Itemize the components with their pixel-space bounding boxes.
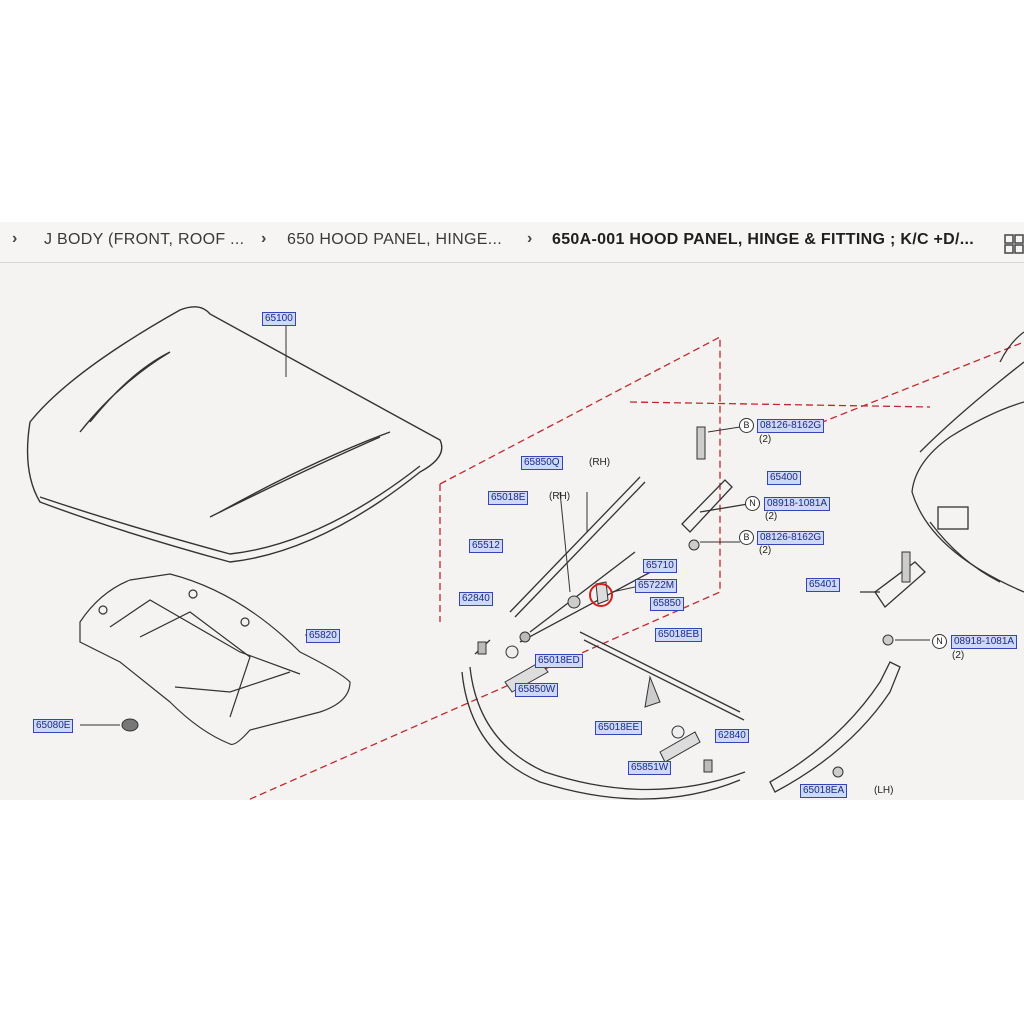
hood-panel-drawing — [26, 306, 443, 563]
n-badge: N — [932, 634, 947, 649]
parts-diagram: 65100 65820 65080E 65850Q (RH) 65018E (R… — [0, 262, 1024, 800]
callout-08126-8162g[interactable]: 08126-8162G — [757, 531, 825, 545]
callout-65018ee[interactable]: 65018EE — [595, 721, 643, 735]
callout-08126-8162g[interactable]: 08126-8162G — [757, 419, 825, 433]
breadcrumb: › J BODY (FRONT, ROOF ... › 650 HOOD PAN… — [0, 222, 1024, 263]
chevron-right-icon: › — [12, 230, 18, 247]
callout-65400[interactable]: 65400 — [767, 471, 801, 485]
parts-viewer: › J BODY (FRONT, ROOF ... › 650 HOOD PAN… — [0, 222, 1024, 800]
b-badge: B — [739, 530, 754, 545]
breadcrumb-item-650-hood-panel[interactable]: 650 HOOD PANEL, HINGE... — [287, 231, 502, 248]
breadcrumb-item-j-body[interactable]: J BODY (FRONT, ROOF ... — [44, 231, 245, 248]
chevron-right-icon: › — [261, 230, 267, 247]
callout-65710[interactable]: 65710 — [643, 559, 677, 573]
callout-65512[interactable]: 65512 — [469, 539, 503, 553]
callout-62840[interactable]: 62840 — [715, 729, 749, 743]
callout-62840[interactable]: 62840 — [459, 592, 493, 606]
rh-note: (RH) — [549, 491, 571, 502]
callout-65850[interactable]: 65850 — [650, 597, 684, 611]
bolt-drawing — [696, 426, 706, 460]
diagram-drawing — [26, 306, 1024, 800]
chevron-right-icon: › — [527, 230, 533, 247]
callout-65820[interactable]: 65820 — [306, 629, 340, 643]
clip-65080e-drawing — [121, 718, 139, 732]
expand-icon[interactable] — [1004, 234, 1024, 254]
quantity-note: (2) — [952, 650, 965, 661]
highlight-circle — [589, 583, 613, 607]
n-badge: N — [745, 496, 760, 511]
callout-65851w[interactable]: 65851W — [628, 761, 672, 775]
callout-65722m[interactable]: 65722M — [635, 579, 678, 593]
callout-65850q[interactable]: 65850Q — [521, 456, 563, 470]
b-badge: B — [739, 418, 754, 433]
seal-strip-drawing — [509, 476, 641, 613]
callout-65080e[interactable]: 65080E — [33, 719, 74, 733]
front-panel-drawing — [461, 639, 746, 800]
breadcrumb-item-current: 650A-001 HOOD PANEL, HINGE & FITTING ; K… — [552, 231, 975, 248]
callout-08918-1081a[interactable]: 08918-1081A — [764, 497, 831, 511]
rh-note: (RH) — [589, 457, 611, 468]
callout-65018ea[interactable]: 65018EA — [800, 784, 848, 798]
quantity-note: (2) — [759, 545, 772, 556]
boundary-dashed-line — [247, 335, 721, 800]
lh-note: (LH) — [874, 785, 894, 796]
callout-65850w[interactable]: 65850W — [515, 683, 559, 697]
callout-65401[interactable]: 65401 — [806, 578, 840, 592]
quantity-note: (2) — [759, 434, 772, 445]
callout-65100[interactable]: 65100 — [262, 312, 296, 326]
callout-08918-1081a[interactable]: 08918-1081A — [951, 635, 1018, 649]
callout-65018eb[interactable]: 65018EB — [655, 628, 703, 642]
front-seal-drawing — [579, 631, 741, 713]
car-outline-drawing — [911, 331, 1024, 593]
hood-insulator-drawing — [79, 573, 351, 746]
callout-65018ed[interactable]: 65018ED — [535, 654, 583, 668]
callout-65018e[interactable]: 65018E — [488, 491, 529, 505]
boundary-dashed-line — [629, 401, 931, 408]
quantity-note: (2) — [765, 511, 778, 522]
boundary-dashed-line — [809, 341, 1024, 428]
